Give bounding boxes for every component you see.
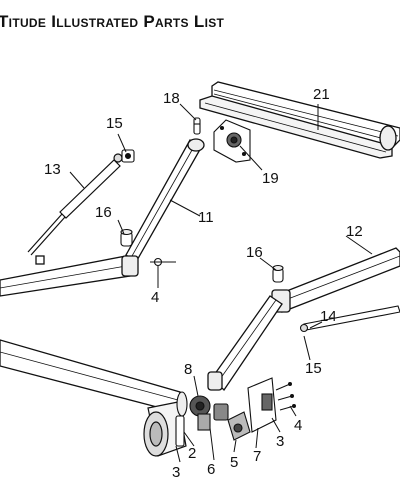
motor-assembly — [189, 395, 251, 441]
lower-arm-left — [0, 255, 139, 297]
callout-16-right: 16 — [246, 244, 263, 261]
callout-11: 11 — [198, 209, 214, 226]
callout-14: 14 — [320, 308, 337, 325]
callout-3-right: 3 — [276, 433, 284, 450]
end-cap-part-19 — [213, 119, 251, 163]
callout-15-lower: 15 — [305, 360, 322, 377]
callout-21: 21 — [313, 86, 330, 103]
bracket-part-7 — [247, 377, 277, 433]
callout-4-lower: 4 — [294, 417, 302, 434]
callout-5: 5 — [230, 454, 238, 471]
upper-arm-part-11 — [125, 138, 205, 263]
arm-part-12 — [271, 247, 400, 313]
callout-15-upper: 15 — [106, 115, 123, 132]
rod-part-14 — [299, 305, 400, 333]
end-plate-part-3-left — [175, 415, 185, 447]
callout-13: 13 — [44, 161, 61, 178]
roller-tube-part-21 — [199, 81, 400, 159]
callout-4-upper: 4 — [151, 289, 159, 306]
callout-19: 19 — [262, 170, 279, 187]
bushing-part-16-right — [272, 264, 284, 283]
lead-rail-bar — [0, 339, 181, 413]
callout-16-upper: 16 — [95, 204, 112, 221]
callout-12: 12 — [346, 223, 363, 240]
callout-7: 7 — [253, 448, 261, 465]
callout-18: 18 — [163, 90, 180, 107]
callout-6: 6 — [207, 461, 215, 478]
callout-8: 8 — [184, 361, 192, 378]
screw-part-4-upper — [150, 257, 176, 267]
gas-strut-part-13 — [27, 153, 123, 256]
lower-arm-right — [207, 295, 283, 392]
page-title: Titude Illustrated Parts List — [0, 12, 225, 31]
leader-lines — [69, 103, 373, 463]
callout-3-left: 3 — [172, 464, 180, 481]
end-plate-part-2 — [176, 391, 188, 417]
callout-2: 2 — [188, 445, 196, 462]
bracket-part-15-upper — [121, 149, 135, 163]
pin-part-18 — [193, 117, 201, 135]
screws-part-4-lower — [275, 382, 296, 411]
